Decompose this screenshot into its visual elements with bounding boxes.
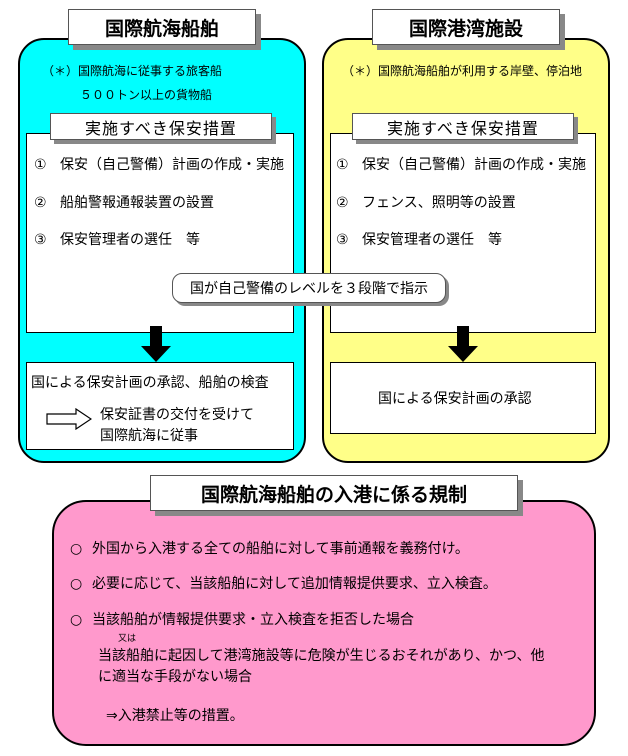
port-measure-item: ③ 保安管理者の選任 等 <box>336 229 502 249</box>
international-ship-title: 国際航海船舶 <box>68 9 256 45</box>
regulation-text: 必要に応じて、当該船舶に対して追加情報提供要求、立入検査。 <box>92 576 497 592</box>
down-arrow-icon <box>448 326 478 362</box>
port-entry-regulation-title: 国際航海船舶の入港に係る規制 <box>150 475 518 511</box>
regulation-item: ○ 外国から入港する全ての船舶に対して事前通報を義務付け。 <box>70 538 469 558</box>
bullet-circle-icon: ○ <box>70 612 83 628</box>
port-entry-regulation-panel <box>52 500 596 746</box>
item-text: フェンス、照明等の設置 <box>362 195 516 211</box>
ship-measure-item: ③ 保安管理者の選任 等 <box>34 229 200 249</box>
item-number: ① <box>336 157 349 173</box>
ship-approval-text: 国による保安計画の承認、船舶の検査 <box>31 375 269 391</box>
item-text: 船舶警報通報装置の設置 <box>60 195 214 211</box>
item-number: ② <box>336 195 349 211</box>
bullet-circle-icon: ○ <box>70 576 83 592</box>
ship-note-passenger: （＊）国際航海に従事する旅客船 <box>42 64 223 78</box>
regulation-text: 当該船舶が情報提供要求・立入検査を拒否した場合 <box>92 612 414 628</box>
ship-note-cargo: ５００トン以上の貨物船 <box>80 88 213 102</box>
ship-result-box <box>26 362 294 450</box>
item-number: ③ <box>336 232 349 248</box>
bullet-circle-icon: ○ <box>70 541 83 557</box>
cert-text-line2: 国際航海に従事 <box>100 428 198 444</box>
or-label: 又は <box>118 634 137 644</box>
item-number: ③ <box>34 232 47 248</box>
cert-text-line1: 保安証書の交付を受けて <box>100 407 254 423</box>
item-text: 保安管理者の選任 等 <box>362 232 502 248</box>
port-measure-item: ① 保安（自己警備）計画の作成・実施 <box>336 154 586 174</box>
port-result-box <box>330 362 596 434</box>
ship-measures-heading: 実施すべき保安措置 <box>50 113 272 140</box>
right-arrow-icon <box>46 408 92 430</box>
port-note: （＊）国際航海船舶が利用する岸壁、停泊地 <box>342 64 583 78</box>
item-number: ② <box>34 195 47 211</box>
regulation-text-line2: 当該船舶に起因して港湾施設等に危険が生じるおそれがあり、かつ、他 <box>98 648 545 664</box>
item-text: 保安管理者の選任 等 <box>60 232 200 248</box>
item-number: ① <box>34 157 47 173</box>
port-measures-heading: 実施すべき保安措置 <box>352 113 574 140</box>
ship-measure-item: ① 保安（自己警備）計画の作成・実施 <box>34 154 284 174</box>
port-measure-item: ② フェンス、照明等の設置 <box>336 192 516 212</box>
port-facility-title: 国際港湾施設 <box>372 9 560 45</box>
item-text: 保安（自己警備）計画の作成・実施 <box>60 157 284 173</box>
item-text: 保安（自己警備）計画の作成・実施 <box>362 157 586 173</box>
down-arrow-icon <box>141 326 171 362</box>
regulation-text-line3: に適当な手段がない場合 <box>98 669 252 685</box>
security-level-banner: 国が自己警備のレベルを３段階で指示 <box>172 273 446 303</box>
port-approval-text: 国による保安計画の承認 <box>378 391 532 407</box>
regulation-text: 外国から入港する全ての船舶に対して事前通報を義務付け。 <box>92 541 469 557</box>
regulation-conclusion: ⇒入港禁止等の措置。 <box>106 708 244 724</box>
regulation-item: ○ 必要に応じて、当該船舶に対して追加情報提供要求、立入検査。 <box>70 573 497 593</box>
regulation-item: ○ 当該船舶が情報提供要求・立入検査を拒否した場合 <box>70 609 414 629</box>
ship-measure-item: ② 船舶警報通報装置の設置 <box>34 192 214 212</box>
